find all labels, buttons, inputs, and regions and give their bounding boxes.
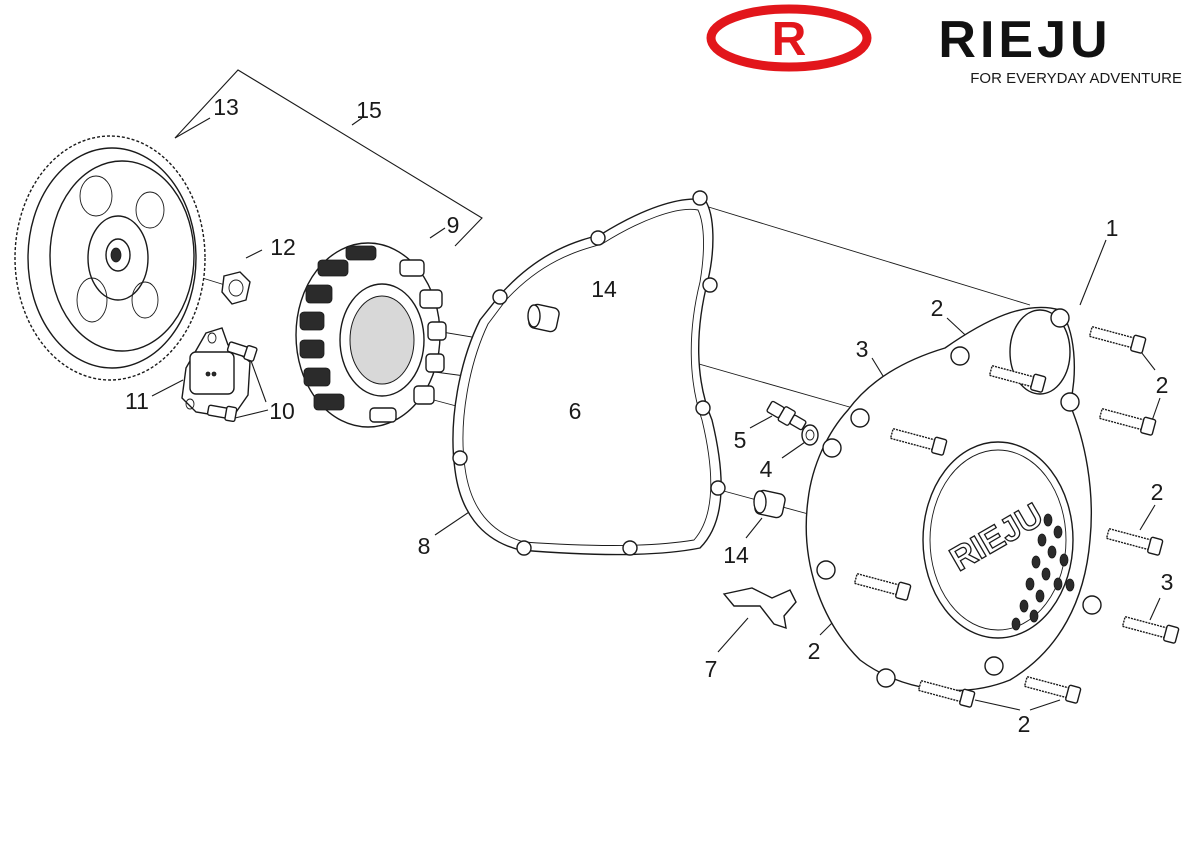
logo-emblem-letter: R (772, 13, 807, 66)
callout-3-top: 3 (856, 336, 869, 362)
bolt-4 (889, 427, 948, 456)
cover-bolts (853, 325, 1180, 708)
callout-4: 4 (760, 456, 773, 482)
callout-14-upper: 14 (591, 276, 617, 302)
dowel-pin-lower (753, 489, 786, 519)
stator (295, 242, 447, 428)
callout-2-right-top: 2 (1156, 372, 1169, 398)
flywheel-rotor (14, 135, 206, 381)
callout-14-lower: 14 (723, 542, 749, 568)
cover-vent-grille (1011, 513, 1075, 631)
bolt-6 (853, 572, 912, 601)
bolt-5 (1105, 527, 1164, 556)
callout-5: 5 (734, 427, 747, 453)
callout-6: 6 (569, 398, 582, 424)
bolt-9 (1023, 675, 1082, 704)
ignition-cover: RIEJU (805, 306, 1102, 692)
cable-clip (722, 587, 797, 630)
bolt-3 (1098, 407, 1157, 436)
callout-13: 13 (213, 94, 239, 120)
sealing-washer (801, 424, 819, 446)
pickup-sensor (181, 327, 251, 419)
callout-9: 9 (447, 212, 460, 238)
bolt-2 (988, 364, 1047, 393)
dowel-pin-upper (527, 303, 560, 333)
sensor-screws (206, 341, 258, 423)
bolt-1 (1088, 325, 1147, 354)
callout-7: 7 (705, 656, 718, 682)
callout-11: 11 (125, 388, 149, 414)
callout-labels: 13 15 9 12 14 1 2 3 2 11 10 6 5 4 2 8 14… (125, 94, 1173, 737)
breather-fitting (766, 400, 807, 431)
logo-wordmark: RIEJU (938, 11, 1111, 69)
bolt-8 (917, 679, 976, 708)
callout-2-right-mid: 2 (1151, 479, 1164, 505)
callout-2-left-lower: 2 (808, 638, 821, 664)
callout-2-bottom: 2 (1018, 711, 1031, 737)
brand-logo: R RIEJU FOR EVERYDAY ADVENTURE (706, 4, 1182, 87)
callout-15: 15 (356, 97, 382, 123)
flywheel-nut (221, 271, 251, 305)
callout-2-top: 2 (931, 295, 944, 321)
callout-12: 12 (270, 234, 296, 260)
callout-3-right: 3 (1161, 569, 1174, 595)
callout-8: 8 (418, 533, 431, 559)
callout-10: 10 (269, 398, 295, 424)
bolt-7 (1121, 615, 1180, 644)
logo-emblem-ring (706, 4, 872, 72)
cover-gasket (452, 190, 726, 556)
logo-tagline: FOR EVERYDAY ADVENTURE (970, 70, 1182, 87)
callout-1: 1 (1106, 215, 1119, 241)
